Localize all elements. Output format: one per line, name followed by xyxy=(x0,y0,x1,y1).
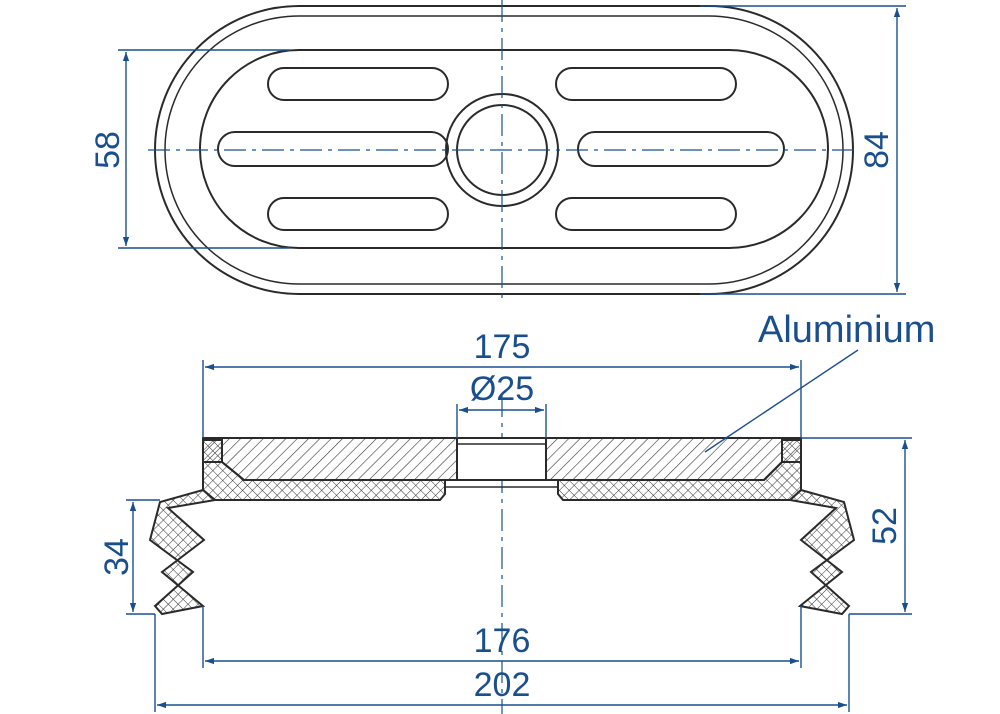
central-bore-section xyxy=(456,437,547,481)
suction-slot xyxy=(577,131,785,167)
dimension-label-52: 52 xyxy=(866,507,904,545)
material-leader-line xyxy=(704,349,859,453)
aluminium-plate-right xyxy=(545,437,802,481)
bellows-left xyxy=(148,488,218,616)
top-view-plate-outline xyxy=(199,49,829,249)
dimension-label-84: 84 xyxy=(858,131,896,169)
dimension-label-176: 176 xyxy=(474,622,531,660)
dimension-label-25: Ø25 xyxy=(470,370,534,408)
dimension-label-175: 175 xyxy=(474,328,531,366)
suction-slot xyxy=(555,197,737,231)
suction-slot xyxy=(217,131,449,167)
bellows-right xyxy=(787,488,856,616)
section-view: 175 Ø25 34 52 176 202 Aluminium xyxy=(98,309,935,714)
aluminium-plate-left xyxy=(202,437,458,481)
suction-slot xyxy=(555,67,737,101)
material-label: Aluminium xyxy=(758,309,935,351)
suction-slot xyxy=(267,67,449,101)
dimension-label-34: 34 xyxy=(98,538,136,576)
dimension-label-58: 58 xyxy=(89,131,127,169)
top-view: 58 84 xyxy=(89,0,906,300)
suction-slot xyxy=(267,197,449,231)
dimension-label-202: 202 xyxy=(474,666,531,704)
